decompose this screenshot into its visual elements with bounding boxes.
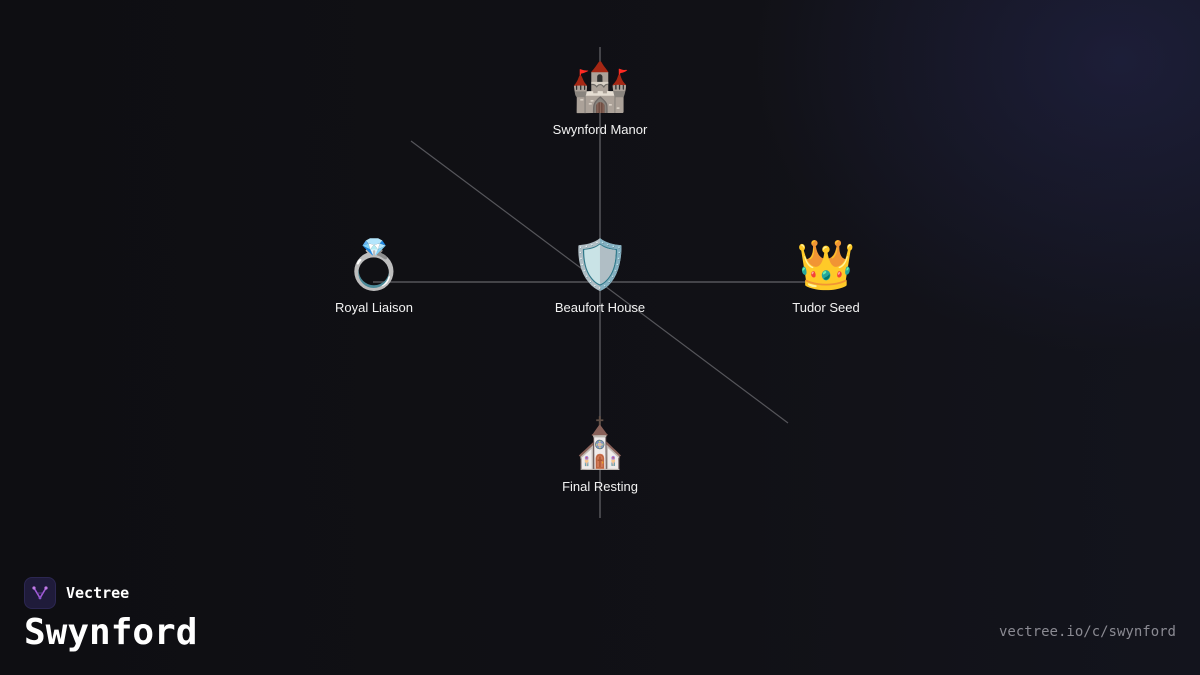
node-label: Swynford Manor [552, 122, 648, 137]
node-label: Royal Liaison [334, 300, 414, 315]
node-royal-liaison[interactable]: 💍 Royal Liaison [294, 238, 454, 315]
node-label: Tudor Seed [792, 300, 860, 315]
node-swynford-manor[interactable]: 🏰 Swynford Manor [520, 60, 680, 137]
node-beaufort-house[interactable]: 🛡️ Beaufort House [520, 238, 680, 315]
crown-icon: 👑 [796, 239, 856, 292]
node-tudor-seed[interactable]: 👑 Tudor Seed [746, 238, 906, 315]
page-url-link[interactable]: vectree.io/c/swynford [998, 624, 1176, 640]
axis-line-diagonal [410, 140, 789, 424]
page-title: Swynford [24, 612, 198, 653]
brand-name: Vectree [66, 584, 130, 602]
castle-icon: 🏰 [570, 61, 630, 114]
node-label: Final Resting [562, 479, 638, 494]
brand: Vectree [24, 577, 129, 609]
ring-icon: 💍 [344, 239, 404, 292]
vectree-logo-icon [24, 577, 56, 609]
node-label: Beaufort House [554, 300, 646, 315]
node-final-resting[interactable]: ⛪ Final Resting [520, 417, 680, 494]
shield-icon: 🛡️ [570, 239, 630, 292]
church-icon: ⛪ [570, 418, 630, 471]
